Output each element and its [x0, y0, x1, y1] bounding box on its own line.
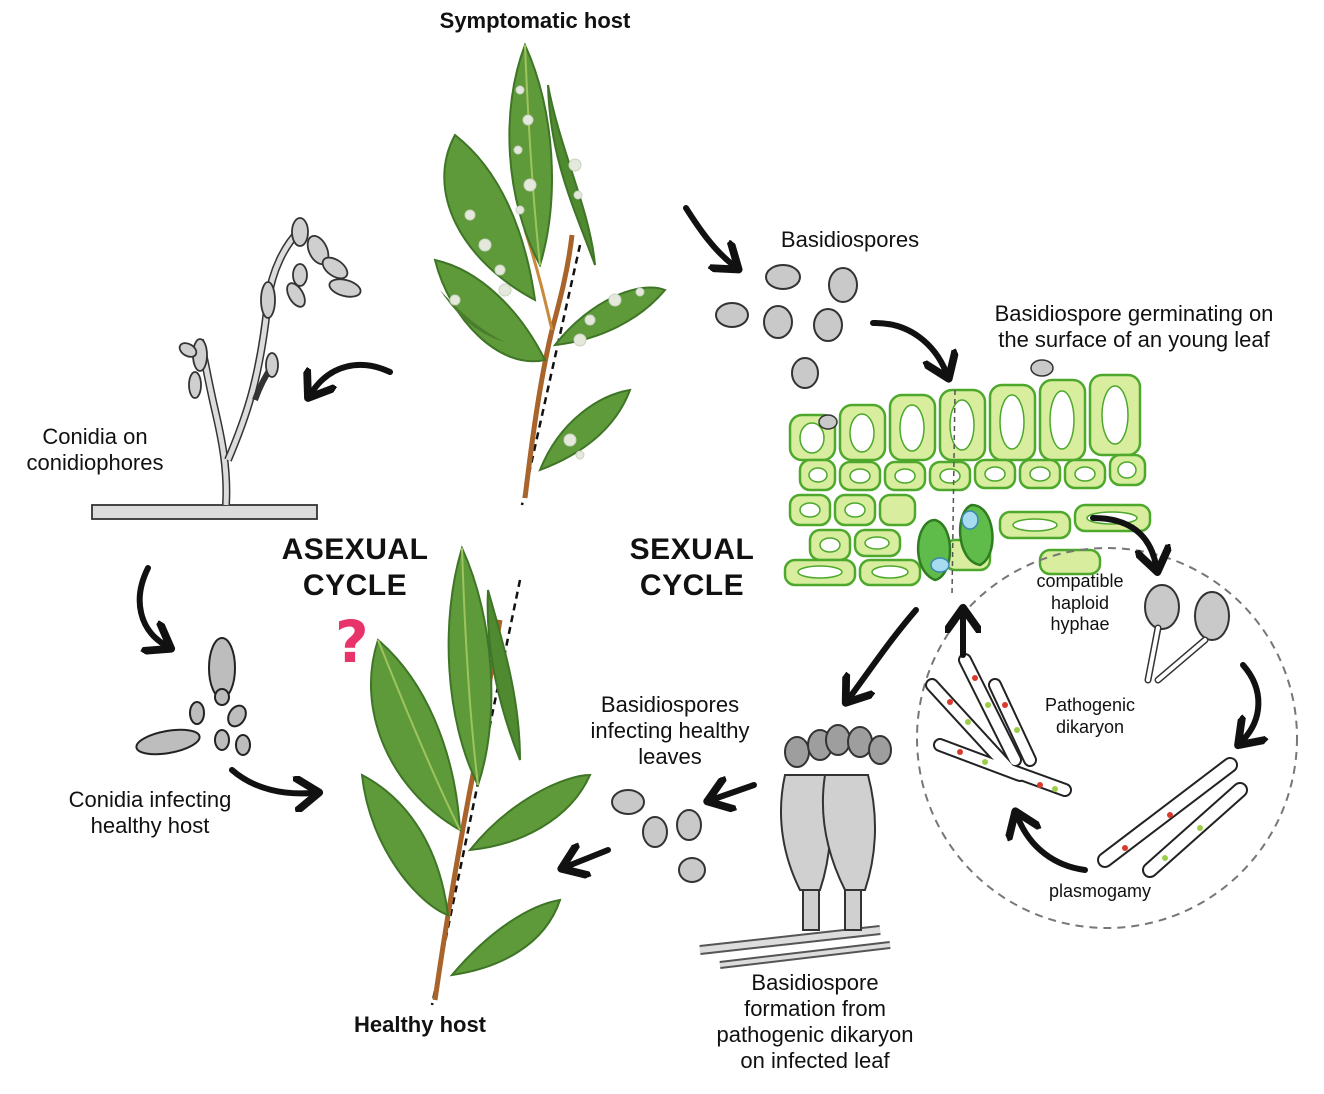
basidiospores-label: Basidiospores — [745, 227, 955, 253]
arrow-symptomatic-to-conidiophore — [312, 365, 390, 392]
question-mark: ? — [335, 608, 369, 676]
symptomatic-host-label: Symptomatic host — [395, 8, 675, 34]
arrow-conidiophore-to-conidia — [140, 568, 165, 645]
sexual-cycle-label: SEXUAL CYCLE — [602, 532, 782, 604]
infecting-basidiospores — [612, 790, 705, 882]
basidiospores-cluster — [716, 265, 857, 388]
arrow-basidiospores-to-leaf — [873, 323, 946, 372]
compatible-hyphae-label: compatible haploid hyphae — [1025, 571, 1135, 636]
arrow-leaf-to-basidia — [850, 610, 916, 697]
conidia-infecting-label: Conidia infecting healthy host — [40, 787, 260, 839]
conidia-illustration — [135, 638, 250, 758]
asexual-cycle-label: ASEXUAL CYCLE — [265, 532, 445, 604]
symptomatic-host-branch — [435, 45, 665, 505]
arrow-spores-to-healthy — [568, 850, 608, 866]
arrow-symptomatic-to-basidiospores — [686, 208, 733, 265]
arrow-plasmogamy-to-dikaryon — [1018, 818, 1085, 870]
infecting-healthy-leaves-label: Basidiospores infecting healthy leaves — [560, 692, 780, 770]
arrow-hyphae-to-plasmogamy — [1243, 665, 1258, 740]
leaf-cross-section — [785, 360, 1150, 595]
germinating-label: Basidiospore germinating on the surface … — [948, 301, 1320, 353]
plasmogamy-hyphae — [1105, 765, 1240, 870]
plasmogamy-label: plasmogamy — [1030, 881, 1170, 903]
arrow-basidia-to-spores — [714, 785, 754, 799]
healthy-host-branch — [362, 548, 590, 1005]
healthy-host-label: Healthy host — [310, 1012, 530, 1038]
conidia-on-conidiophores-label: Conidia on conidiophores — [0, 424, 190, 476]
compatible-hyphae — [1145, 585, 1229, 680]
pathogenic-dikaryon-label: Pathogenic dikaryon — [1015, 695, 1165, 738]
basidiospore-formation-label: Basidiospore formation from pathogenic d… — [680, 970, 950, 1074]
